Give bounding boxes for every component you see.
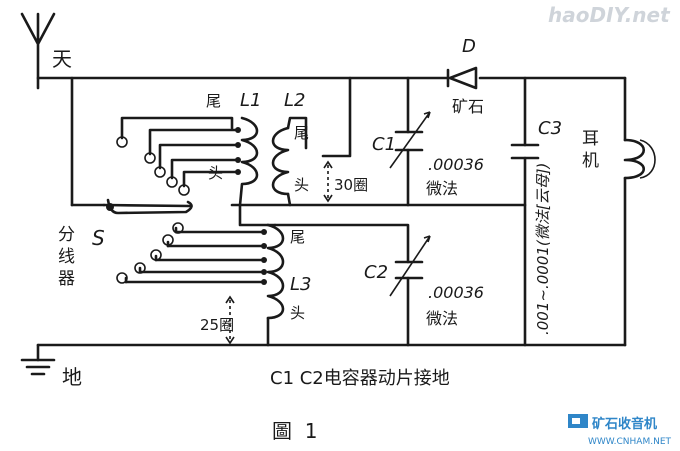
antenna-symbol: 天 xyxy=(20,12,72,90)
l2-tail-label: 尾 xyxy=(294,124,309,142)
watermark-haodiy: haoDIY.net xyxy=(548,3,671,27)
capacitor-c1: C1 .00036 微法 xyxy=(372,111,484,198)
l2-turns: 30圈 xyxy=(334,176,368,194)
coil-l1: 尾 L1 头 xyxy=(206,90,261,207)
l1-head-label: 头 xyxy=(208,164,223,182)
c1-id: C1 xyxy=(372,134,396,155)
tapper-label-3: 器 xyxy=(58,269,75,289)
tapper-switch: S 分 线 器 xyxy=(58,198,193,289)
c3-value: .001~.0001(微法[云母]) xyxy=(534,163,552,335)
circuit-wires xyxy=(20,76,627,376)
figure-caption: 圖 1 xyxy=(272,419,317,443)
l1-tail-label: 尾 xyxy=(206,92,221,110)
l1-id: L1 xyxy=(240,90,261,111)
c2-id: C2 xyxy=(364,262,388,283)
l2-id: L2 xyxy=(284,90,305,111)
earphone: 耳 机 xyxy=(582,129,656,180)
crystal-diode: D 矿石 xyxy=(446,36,484,116)
watermark-cnham-line1: 矿石收音机 xyxy=(592,416,657,432)
ground-label: 地 xyxy=(62,365,82,389)
watermark-haodiy-text: haoDIY.net xyxy=(548,3,671,27)
l3-head-label: 头 xyxy=(290,304,305,322)
tapper-label-1: 分 xyxy=(58,225,75,245)
watermark-cnham: 矿石收音机 WWW.CNHAM.NET xyxy=(568,414,672,447)
watermark-cnham-line2: WWW.CNHAM.NET xyxy=(588,437,672,447)
earphone-label-1: 耳 xyxy=(582,129,599,149)
l2-head-label: 头 xyxy=(294,176,309,194)
c2-unit: 微法 xyxy=(426,309,458,328)
coil-l2: L2 尾 头 30圈 xyxy=(271,90,368,207)
l3-id: L3 xyxy=(290,274,311,295)
diode-id: D xyxy=(462,36,476,57)
l3-taps xyxy=(116,222,267,285)
tapper-label-2: 线 xyxy=(58,247,75,267)
switch-label: S xyxy=(92,226,105,250)
c3-id: C3 xyxy=(538,118,562,139)
l3-turns: 25圈 xyxy=(200,316,234,334)
grounding-note: C1 C2电容器动片接地 xyxy=(270,368,450,389)
c1-unit: 微法 xyxy=(426,179,458,198)
coil-l3: 尾 L3 头 25圈 xyxy=(200,223,311,345)
c2-value: .00036 xyxy=(428,283,484,302)
antenna-label: 天 xyxy=(52,47,72,71)
capacitor-c2: C2 .00036 微法 xyxy=(364,235,484,328)
c1-value: .00036 xyxy=(428,155,484,174)
diode-label: 矿石 xyxy=(452,97,484,116)
l3-tail-label: 尾 xyxy=(290,228,305,246)
l1-taps xyxy=(116,116,240,196)
capacitor-c3: C3 .001~.0001(微法[云母]) xyxy=(510,118,562,335)
earphone-label-2: 机 xyxy=(582,151,599,171)
